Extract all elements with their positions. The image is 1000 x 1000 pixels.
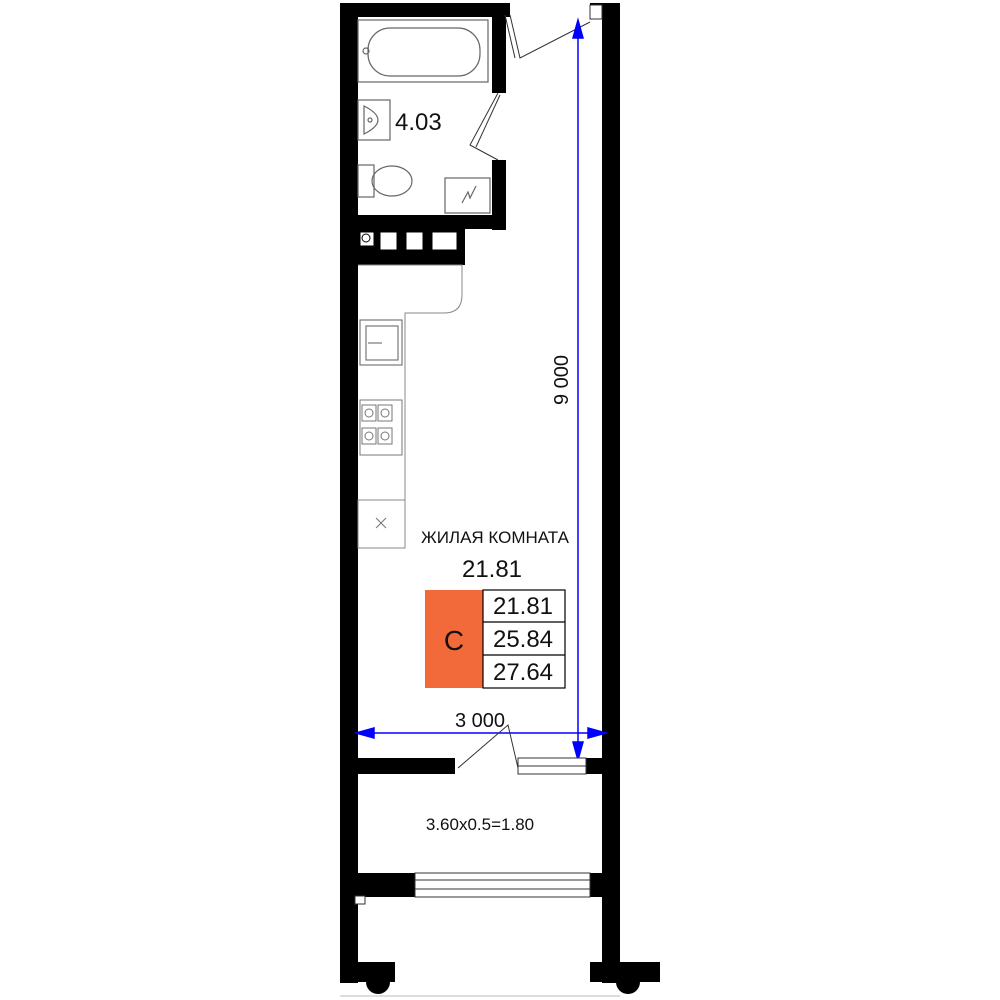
total-area-value: 25.84 bbox=[493, 626, 553, 653]
shower-tray-icon bbox=[444, 177, 491, 214]
length-dimension bbox=[572, 17, 584, 763]
ventilation-shaft bbox=[359, 231, 458, 251]
living-room-area: 21.81 bbox=[462, 556, 522, 583]
left-wall bbox=[340, 3, 358, 983]
bathroom-area: 4.03 bbox=[395, 109, 442, 136]
toilet-icon bbox=[357, 164, 413, 198]
foot-left-round bbox=[366, 970, 390, 994]
balcony-lower-wall-right bbox=[590, 873, 620, 897]
kitchen-sink-icon bbox=[359, 319, 403, 366]
length-dimension-label: 9 000 bbox=[551, 355, 573, 405]
balcony-lower-wall-left bbox=[340, 873, 415, 897]
bathroom-right-wall-upper bbox=[492, 3, 506, 93]
sink-icon bbox=[357, 99, 391, 141]
living-area-value: 21.81 bbox=[493, 593, 553, 620]
bathroom-door bbox=[469, 92, 501, 161]
living-room-name: ЖИЛАЯ КОМНАТА bbox=[421, 528, 570, 547]
walls bbox=[340, 3, 660, 994]
apartment-summary: C 21.81 25.84 27.64 bbox=[425, 589, 566, 689]
top-wall bbox=[340, 3, 510, 17]
kitchen-counter bbox=[357, 264, 463, 549]
right-wall bbox=[602, 3, 620, 983]
balcony-wall-left bbox=[340, 758, 455, 774]
type-letter: C bbox=[444, 625, 464, 656]
balcony-wall-right bbox=[586, 758, 620, 774]
type-badge bbox=[425, 590, 483, 688]
foot-right-round bbox=[616, 970, 640, 994]
balcony-door bbox=[457, 724, 587, 775]
fridge-icon bbox=[375, 517, 387, 529]
balcony-area: 3.60x0.5=1.80 bbox=[426, 815, 534, 834]
balcony-window bbox=[354, 872, 591, 905]
width-dimension bbox=[353, 727, 609, 739]
stove-icon bbox=[359, 399, 403, 456]
width-dimension-label: 3 000 bbox=[455, 710, 505, 732]
bathtub-icon bbox=[357, 19, 489, 83]
bathroom-right-wall-lower bbox=[492, 160, 506, 230]
total-with-balcony-value: 27.64 bbox=[493, 659, 553, 686]
entrance-door bbox=[504, 4, 603, 59]
